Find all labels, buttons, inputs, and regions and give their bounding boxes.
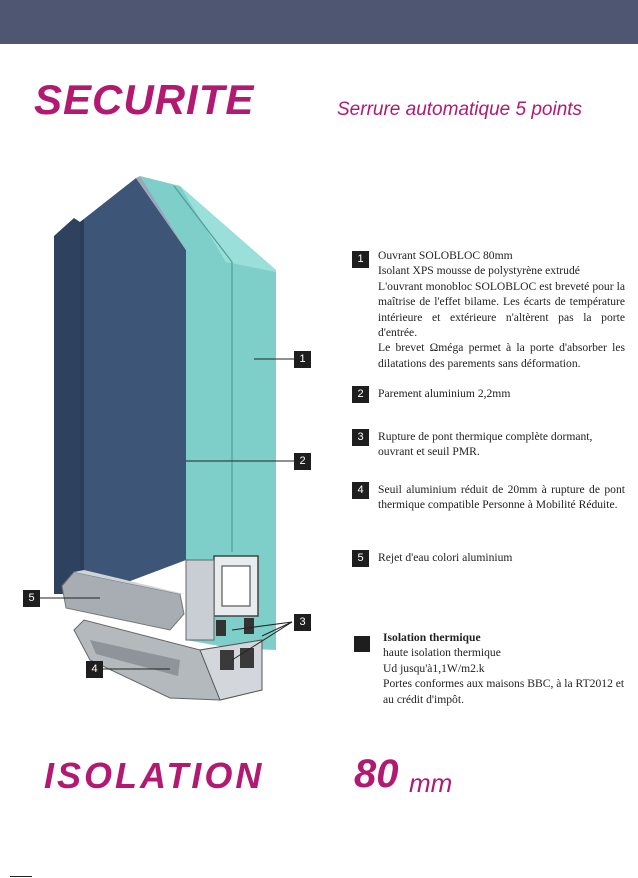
item-1-line: Le brevet Ωméga permet à la porte d'abso… xyxy=(378,341,625,370)
page-title: SECURITE xyxy=(34,76,255,123)
isolation-title: Isolation thermique xyxy=(383,631,481,644)
isolation-line: Portes conformes aux maisons BBC, à la R… xyxy=(383,677,625,706)
footer-value: 80 xyxy=(354,752,399,796)
item-description-3: Rupture de pont thermique complète dorma… xyxy=(378,429,608,460)
callout-2: 2 xyxy=(294,453,311,470)
item-1-line: L'ouvrant monobloc SOLOBLOC est breveté … xyxy=(378,279,625,340)
door-section-illustration xyxy=(40,176,294,701)
item-description-2: Parement aluminium 2,2mm xyxy=(378,386,625,401)
callout-5: 5 xyxy=(23,590,40,607)
footer-unit: mm xyxy=(409,768,453,798)
callout-4: 4 xyxy=(86,661,103,678)
item-number-3: 3 xyxy=(352,429,369,446)
door-front-panel xyxy=(80,178,186,600)
callout-3: 3 xyxy=(294,614,311,631)
item-description-1: Ouvrant SOLOBLOC 80mm Isolant XPS mousse… xyxy=(378,248,625,371)
isolation-line: Ud jusqu'à1,1W/m2.k xyxy=(383,661,485,675)
footer-title: ISOLATION xyxy=(44,755,265,796)
item-2-line: Parement aluminium 2,2mm xyxy=(378,387,511,400)
item-5-line: Rejet d'eau colori aluminium xyxy=(378,551,513,564)
item-number-1: 1 xyxy=(352,251,369,268)
top-banner xyxy=(0,0,638,44)
isolation-note: Isolation thermique haute isolation ther… xyxy=(383,630,628,707)
callout-1: 1 xyxy=(294,351,311,368)
page-subtitle: Serrure automatique 5 points xyxy=(337,99,583,120)
page-mark xyxy=(10,876,32,877)
item-number-5: 5 xyxy=(352,550,369,567)
item-4-line: Seuil aluminium réduit de 20mm à rupture… xyxy=(378,483,625,512)
item-description-4: Seuil aluminium réduit de 20mm à rupture… xyxy=(378,482,625,513)
item-1-line: Ouvrant SOLOBLOC 80mm xyxy=(378,249,513,262)
item-number-2: 2 xyxy=(352,386,369,403)
item-number-4: 4 xyxy=(352,482,369,499)
item-1-line: Isolant XPS mousse de polystyrène extrud… xyxy=(378,264,580,278)
item-description-5: Rejet d'eau colori aluminium xyxy=(378,550,625,565)
isolation-line: haute isolation thermique xyxy=(383,646,501,660)
isolation-marker xyxy=(354,636,370,652)
item-3-line: Rupture de pont thermique complète dorma… xyxy=(378,430,593,459)
insulation-core xyxy=(140,176,276,650)
door-frame-edge xyxy=(54,218,80,594)
